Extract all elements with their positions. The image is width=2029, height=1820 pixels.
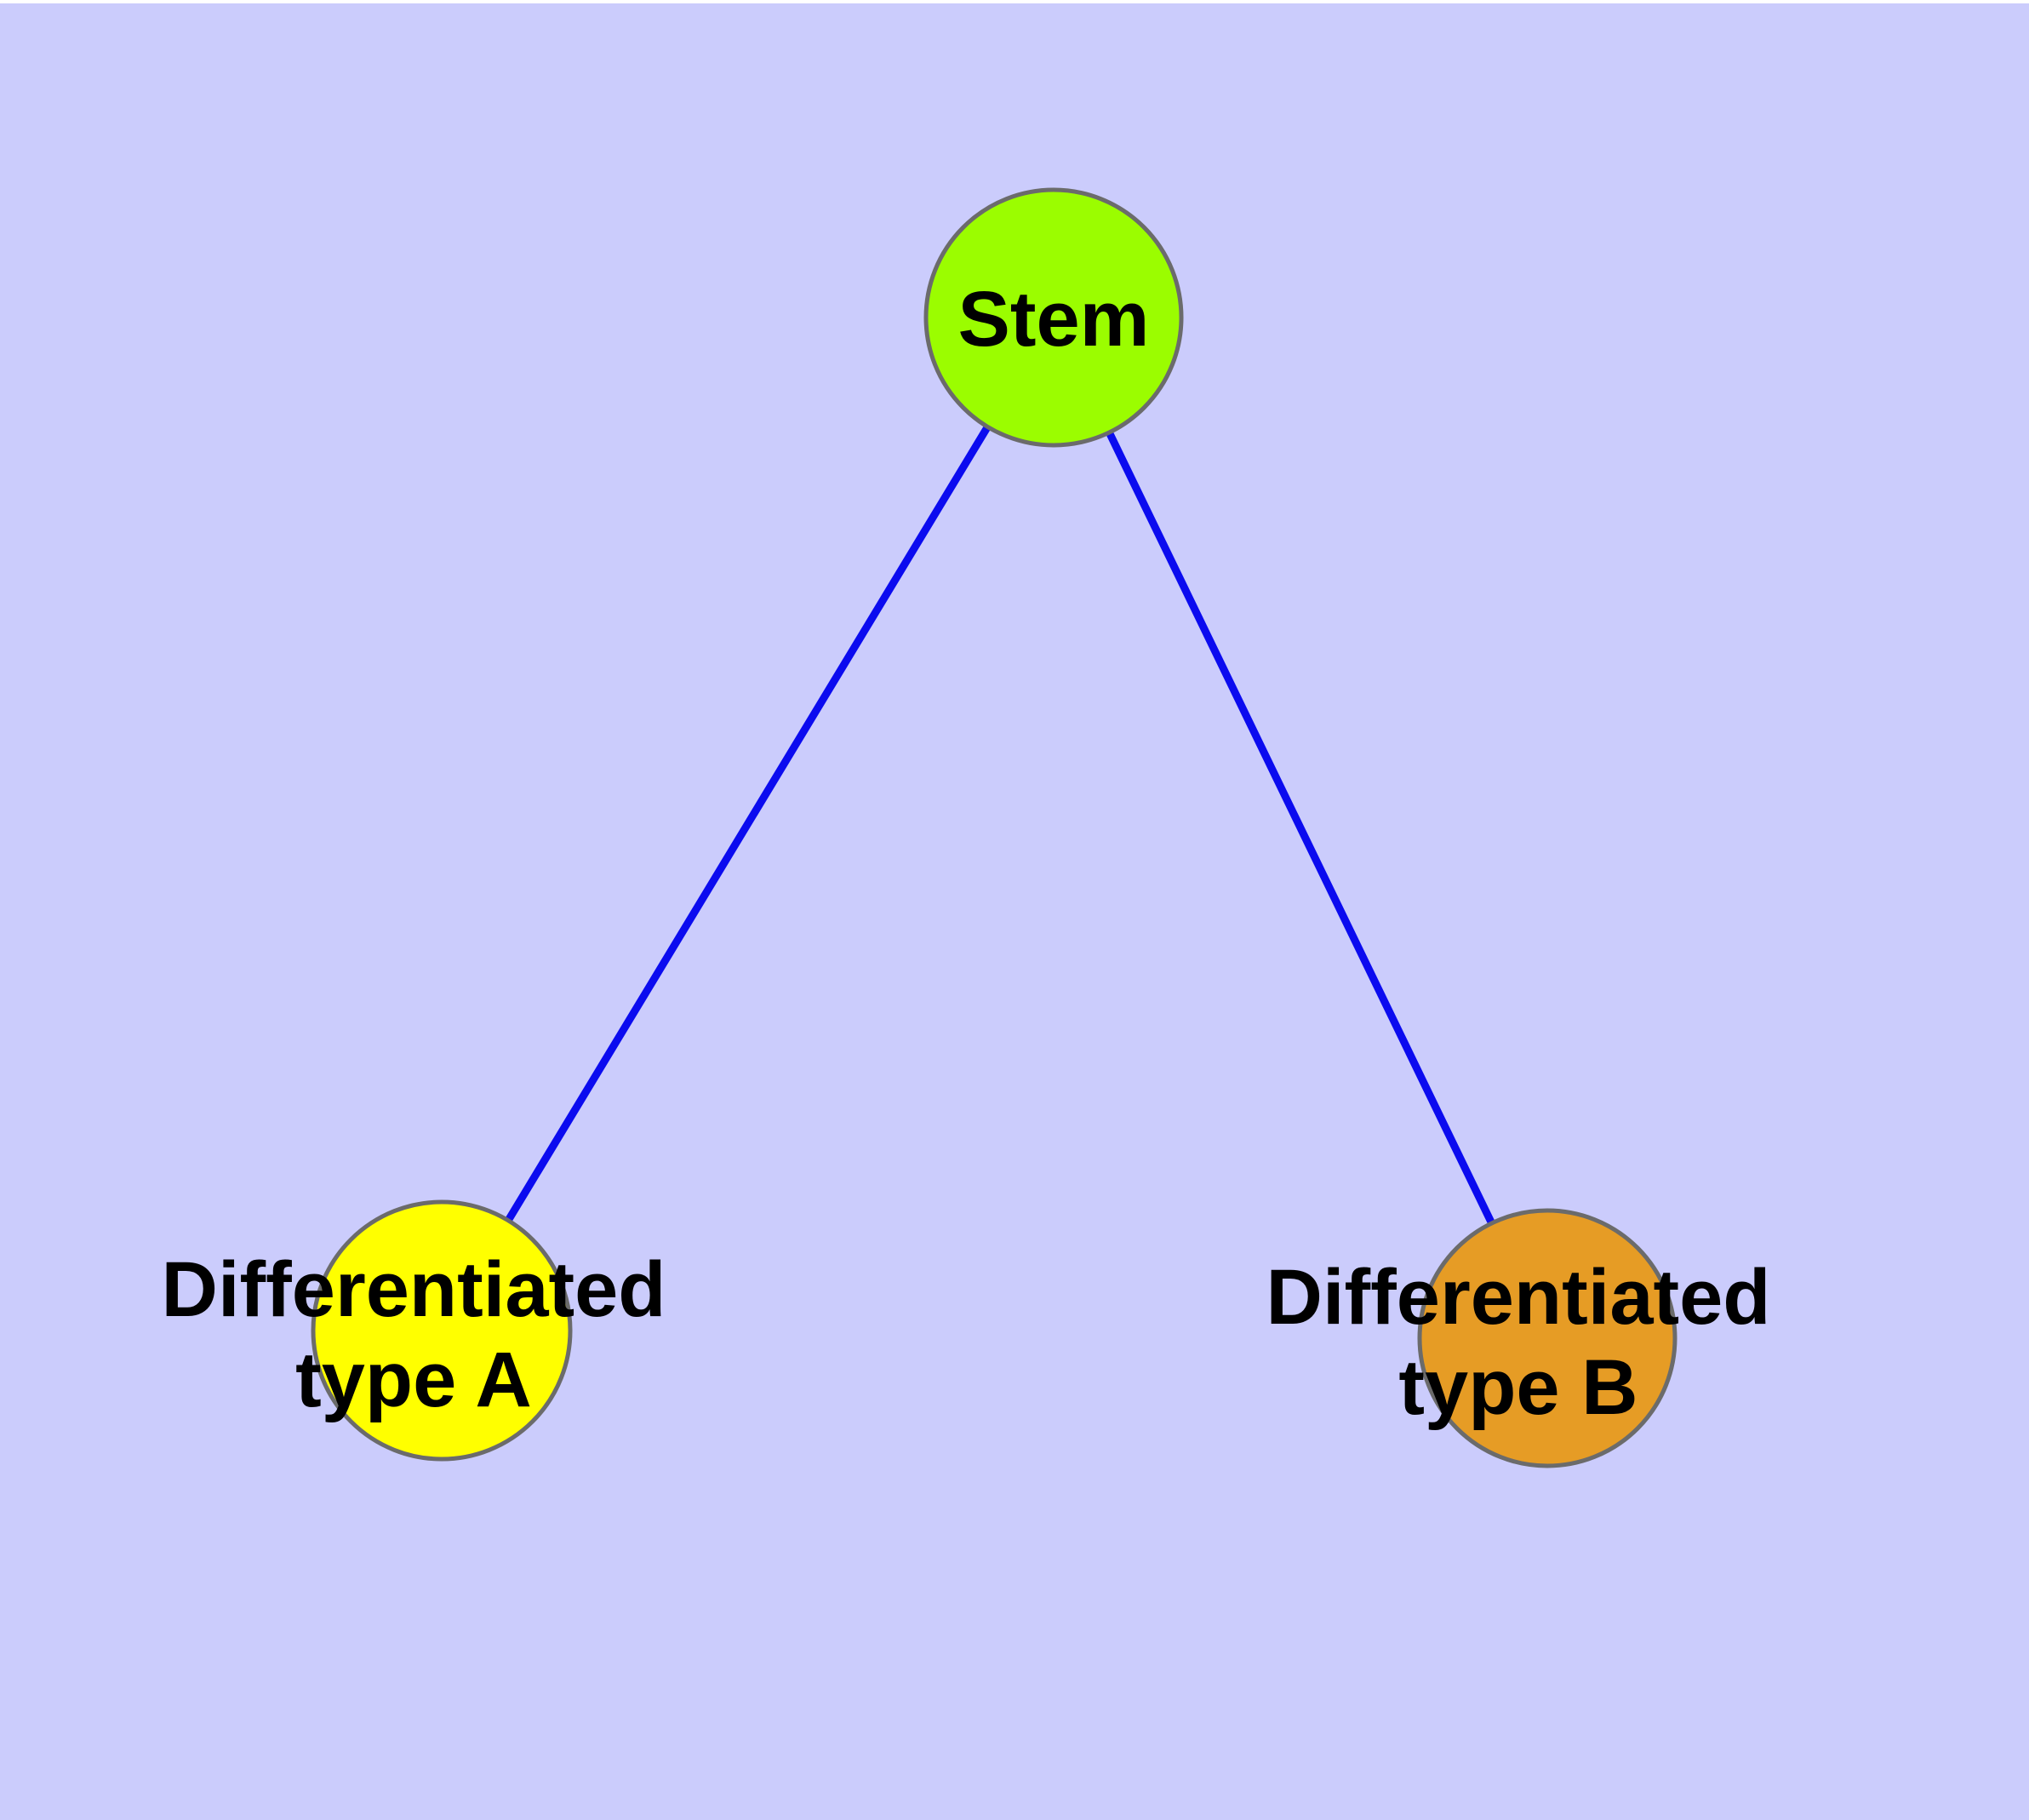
stem-node-label: Stem [958, 276, 1150, 363]
edge-stem-to-type-b [1049, 313, 1552, 1342]
canvas-top-strip [0, 0, 2029, 3]
differentiated-type-b-label-line1: Differentiated [1266, 1254, 1771, 1341]
edge-stem-to-type-a [437, 313, 1058, 1335]
differentiated-type-a-label-line2: type A [295, 1336, 532, 1423]
differentiated-type-b-node [1417, 1208, 1677, 1468]
differentiated-type-a-node [311, 1199, 573, 1462]
differentiated-type-b-label-line2: type B [1398, 1344, 1637, 1431]
differentiated-type-a-label-line1: Differentiated [162, 1246, 666, 1333]
stem-node [923, 187, 1184, 448]
